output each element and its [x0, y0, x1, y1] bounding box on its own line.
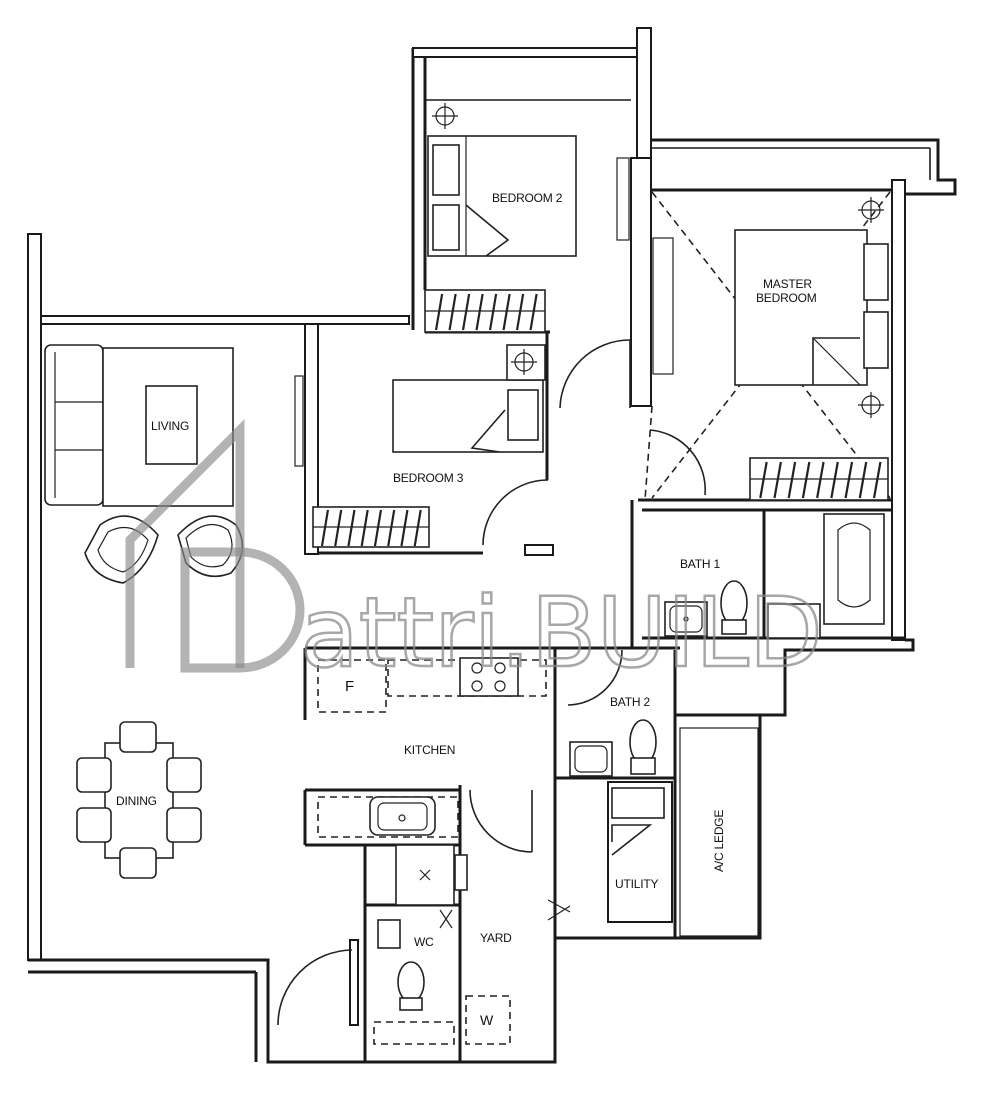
label-bath1: BATH 1	[680, 557, 720, 571]
wardrobe-hanger	[787, 461, 797, 499]
bedroom3-furniture	[312, 344, 546, 548]
bedroom2-furniture	[424, 103, 577, 333]
kitchen-door	[469, 789, 533, 853]
living-furniture	[44, 344, 244, 584]
wardrobe-hanger	[830, 461, 839, 499]
wardrobe-hanger	[461, 293, 471, 331]
master-pillow	[863, 311, 889, 369]
dining-chair	[76, 757, 112, 793]
room-labels: BEDROOM 2 MASTER BEDROOM LIVING BEDROOM …	[116, 191, 817, 1028]
wc-fixtures	[373, 899, 571, 1045]
wardrobe-hanger	[488, 293, 498, 331]
watermark: attri.BUILD	[125, 419, 824, 690]
bath1-door	[649, 429, 707, 496]
wardrobe-hanger	[434, 293, 444, 331]
basin-icon	[377, 919, 401, 949]
label-dining: DINING	[116, 794, 157, 808]
washer	[465, 995, 511, 1045]
wardrobe-hanger	[347, 509, 356, 547]
master-pillow	[863, 243, 889, 301]
wardrobe-hanger	[529, 293, 538, 331]
wardrobe-hanger	[400, 509, 409, 547]
dining-chair	[119, 721, 157, 753]
sink-icon	[369, 796, 436, 836]
wardrobe-hanger	[872, 461, 882, 499]
ac-ledge	[679, 727, 759, 937]
label-kitchen: KITCHEN	[404, 743, 455, 757]
dining-chair	[76, 807, 112, 843]
wardrobe-hanger	[475, 293, 484, 331]
wardrobe-hanger	[816, 461, 825, 499]
dining-chair	[166, 807, 202, 843]
label-utility: UTILITY	[615, 877, 658, 891]
doors	[277, 339, 707, 1026]
label-bath2: BATH 2	[610, 695, 650, 709]
shower-drain	[373, 1021, 455, 1045]
wardrobe-hanger	[502, 293, 511, 331]
dining-furniture	[76, 721, 202, 879]
wardrobe-hanger	[801, 461, 811, 499]
bedroom3-door	[482, 479, 549, 546]
wardrobe-hanger	[334, 509, 343, 547]
windows	[294, 157, 674, 467]
bath2-fixtures	[569, 719, 665, 856]
counter-bottom	[317, 796, 459, 838]
label-living: LIVING	[151, 419, 189, 433]
wardrobe-hanger	[387, 509, 396, 547]
entrance-door	[277, 949, 353, 1026]
wardrobe-hanger	[515, 293, 525, 331]
utility-bed	[611, 787, 665, 819]
label-yard: YARD	[480, 931, 512, 945]
master-bed	[734, 229, 868, 386]
bath1-fixtures	[664, 513, 885, 639]
label-washer: W	[480, 1012, 494, 1028]
label-master-2: BEDROOM	[756, 291, 817, 305]
master-bedroom-furniture	[651, 191, 891, 501]
basin-icon	[569, 741, 613, 777]
wardrobe-hanger	[858, 461, 868, 499]
label-ac-ledge: A/C LEDGE	[712, 810, 726, 872]
toilet-icon	[397, 961, 425, 1003]
stove-icon	[459, 657, 519, 697]
wardrobe-hanger	[413, 509, 422, 547]
bath2-door	[567, 649, 623, 706]
wardrobe-hanger	[759, 461, 768, 499]
coffee-table	[145, 385, 198, 465]
watermark-text: attri.BUILD	[300, 577, 823, 689]
label-master-1: MASTER	[763, 277, 812, 291]
walls	[27, 27, 957, 1064]
wardrobe-hanger	[844, 461, 854, 499]
wardrobe-hanger	[773, 461, 782, 499]
label-bedroom2: BEDROOM 2	[492, 191, 563, 205]
sofa	[44, 344, 104, 506]
bedroom2-door	[559, 339, 631, 409]
wardrobe-hanger	[360, 509, 369, 547]
wardrobe-hangers	[320, 293, 882, 547]
dining-chair	[166, 757, 202, 793]
label-fridge: F	[345, 678, 354, 695]
kitchen-fixtures	[317, 657, 547, 906]
label-wc: WC	[414, 935, 434, 949]
wardrobe-hanger	[320, 509, 330, 547]
water-heater	[454, 854, 468, 891]
bathtub-icon	[823, 513, 885, 625]
wardrobe-hanger	[448, 293, 457, 331]
wardrobe-hanger	[373, 509, 383, 547]
shower-drain	[767, 603, 821, 639]
dining-chair	[119, 847, 157, 879]
label-bedroom3: BEDROOM 3	[393, 471, 464, 485]
